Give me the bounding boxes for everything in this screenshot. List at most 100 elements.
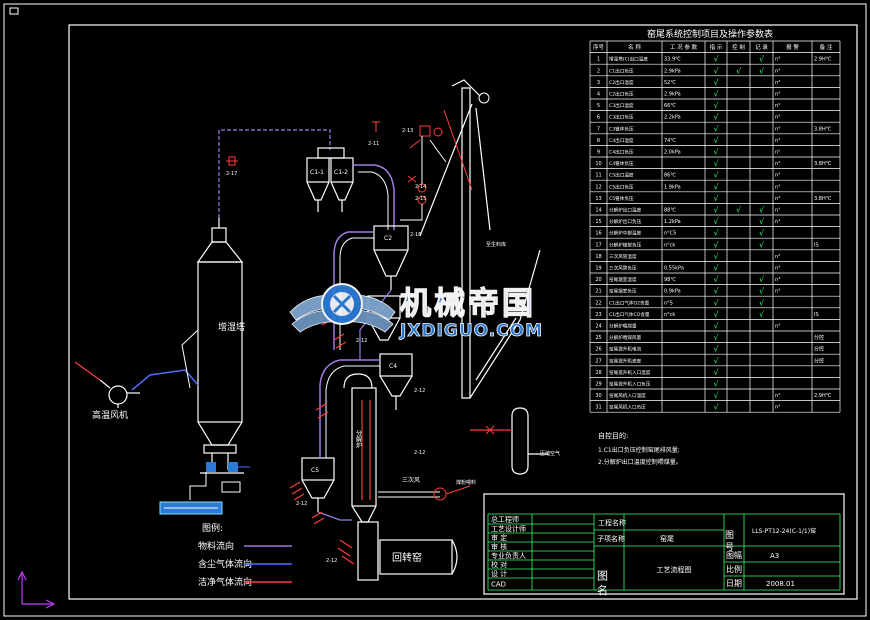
table-check-control: √ [736,206,742,215]
table-title: 窑尾系统控制项目及操作参数表 [647,28,773,40]
table-check-indicate: √ [713,356,719,365]
table-check-indicate: √ [713,275,719,284]
project-label: 工程名称 [598,518,626,527]
table-check-record: √ [759,206,765,215]
control-parameter-table: 窑尾系统控制项目及操作参数表 序号名 称工 况 参 数指 示控 制记 录报 警备… [589,28,841,413]
drawing-name-label: 图 名 [596,570,609,596]
table-cell-name: C3锥体负压 [609,125,634,132]
table-cell-name: C1出口负压 [609,67,634,74]
tag-2-17: 2-17 [226,171,237,177]
table-cell-name: C5锥体负压 [609,195,634,202]
tag-2-16: 2-16 [410,232,421,238]
table-cell-no: 12 [595,184,601,190]
titleblock-role-label: 审 定 [491,533,507,542]
table-cell-note: IS [814,242,819,248]
tertiary-air-damper [433,487,447,501]
table-cell-no: 13 [595,196,601,202]
cyclone-c5 [301,457,335,512]
table-cell-name: C1出口气体O2含量 [609,299,650,306]
table-cell-no: 28 [595,370,601,376]
table-cell-no: 31 [595,405,601,411]
table-cell-no: 18 [595,254,601,260]
material-line-top [218,129,331,218]
table-cell-name: 窑尾提升机入口负压 [609,381,651,388]
table-cell-name: 窑尾烟室温度 [609,276,637,283]
table-cell-name: 分解炉锥部负压 [609,241,642,248]
table-cell-no: 21 [595,289,601,295]
table-cell-no: 17 [595,242,601,248]
table-cell-param: 88℃ [664,208,676,214]
table-check-record: √ [759,275,765,284]
clean-duct-exhaust [74,361,101,381]
table-cell-note: 2.9H℃ [814,57,832,63]
table-cell-no: 29 [595,382,601,388]
calciner-label: 分解炉 [355,429,362,449]
table-check-indicate: √ [713,229,719,238]
table-check-indicate: √ [713,66,719,75]
table-cell-param: 1.9kPa [664,184,681,190]
humidifier-tower [196,218,244,474]
titleblock-role-label: 审 核 [491,542,507,551]
table-cell-name: C4锥体负压 [609,160,634,167]
table-cell-no: 24 [595,324,601,330]
table-check-indicate: √ [713,322,719,331]
c5-label: C5 [311,467,319,474]
table-cell-unit: n° [775,289,781,295]
sheet-value: A3 [770,552,779,560]
table-header-cell: 工 况 参 数 [670,43,698,51]
tertiary-air-label: 三次风 [402,476,420,484]
table-cell-name: C2出口负压 [609,91,634,98]
table-cell-note: 3.8H℃ [814,161,832,167]
table-cell-no: 25 [595,335,601,341]
table-cell-name: 三次风管负压 [609,265,637,272]
table-cell-unit: n° [775,184,781,190]
table-cell-unit: n° [775,196,781,202]
table-check-indicate: √ [713,90,719,99]
sub-label: 子项名称 [597,534,625,543]
table-cell-name: 分解炉中部温度 [609,230,642,237]
tag-2-12-e: 2-12 [356,338,367,344]
titleblock-role-label: 总工程师 [491,515,519,524]
fan-icon [99,379,140,408]
legend: 图例: 物料流向 含尘气体流向 洁净气体流向 [198,522,292,588]
material-c5-down [317,511,352,521]
legend-label-dust: 含尘气体流向 [198,558,252,570]
table-cell-unit: n° [775,161,781,167]
table-cell-unit: n° [775,219,781,225]
table-cell-name: 窑尾风机入口温度 [609,392,646,399]
table-check-indicate: √ [713,264,719,273]
table-cell-name: 窑尾风机入口负压 [609,404,646,411]
table-header-cell: 名 称 [628,43,641,51]
cyclone-c1 [306,147,354,212]
titleblock-role-label: 工艺设计师 [491,524,526,533]
table-cell-param: 74℃ [664,138,676,144]
c1a-label: C1-1 [310,169,324,176]
tag-2-12-d: 2-12 [414,450,425,456]
table-cell-no: 1 [597,57,600,63]
table-cell-no: 5 [597,103,600,109]
sub-value: 窑尾 [660,534,674,543]
table-header-cell: 指 示 [710,43,723,51]
table-cell-name: C3出口温度 [609,102,634,109]
table-cell-no: 2 [597,68,600,74]
cyclone-c4 [379,353,413,410]
table-cell-no: 4 [597,92,600,98]
table-cell-no: 19 [595,266,601,272]
titleblock-role-label: 校 对 [491,560,507,569]
table-check-record: √ [759,287,765,296]
tank-valve [485,425,495,435]
table-check-indicate: √ [713,182,719,191]
c4-label: C4 [389,363,397,370]
table-cell-unit: n° [775,150,781,156]
table-cell-param: 2.9kPa [664,92,681,98]
notes-line-2: 2.分解炉出口温度控制喂煤量。 [598,458,682,466]
table-cell-name: C5出口负压 [609,183,634,190]
watermark-text-en: JXDIGUO.COM [399,321,543,341]
table-cell-unit: n° [775,80,781,86]
table-cell-name: C3出口负压 [609,114,634,121]
table-cell-name: C1出口气体CO含量 [609,311,650,318]
table-check-indicate: √ [713,124,719,133]
control-notes: 自控目的: 1.C1出口负压控制窑尾排风量; 2.分解炉出口温度控制喂煤量。 [598,431,682,466]
